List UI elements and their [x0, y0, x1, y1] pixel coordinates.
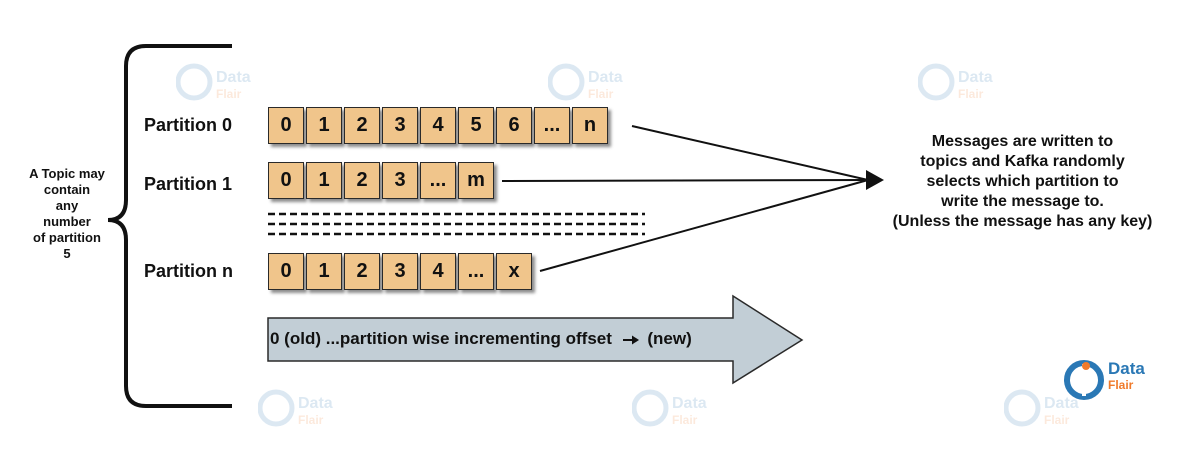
offset-cell: 2: [344, 107, 380, 144]
dataflair-logo-icon: [1062, 358, 1108, 409]
topic-note-line: number: [43, 214, 91, 229]
topic-note-line: A Topic may: [29, 166, 105, 181]
topic-note: A Topic may contain any number of partit…: [14, 166, 120, 262]
messages-note-line: (Unless the message has any key): [892, 213, 1153, 230]
partition-1-label: Partition 1: [144, 174, 233, 194]
messages-note-line: topics and Kafka randomly: [920, 153, 1125, 170]
offset-cell: 4: [420, 253, 456, 290]
offset-arrow-label: 0 (old) ...partition wise incrementing o…: [270, 329, 692, 350]
offset-cell: 5: [458, 107, 494, 144]
partition-n-label: Partition n: [144, 261, 233, 281]
messages-note-line: Messages are written to: [931, 133, 1114, 150]
partition-1-cells: 0 1 2 3 ... m: [268, 162, 496, 199]
offset-cell: 1: [306, 253, 342, 290]
offset-cell: 0: [268, 162, 304, 199]
topic-brace: [107, 44, 232, 408]
offset-cell: 0: [268, 107, 304, 144]
messages-note-line: selects which partition to: [926, 173, 1119, 190]
messages-note: Messages are written to topics and Kafka…: [845, 132, 1200, 232]
offset-cell: 3: [382, 253, 418, 290]
connector-arrow-pn: [539, 179, 869, 272]
brand-word-flair: Flair: [1108, 378, 1134, 392]
arrow-head-icon: [866, 170, 884, 190]
topic-note-line: any: [55, 198, 79, 213]
partition-0-label: Partition 0: [144, 115, 233, 135]
offset-cell: m: [458, 162, 494, 199]
partition-n-cells: 0 1 2 3 4 ... x: [268, 253, 534, 290]
offset-cell: 6: [496, 107, 532, 144]
offset-cell: x: [496, 253, 532, 290]
right-arrow-icon: [622, 330, 639, 350]
offset-cell: 2: [344, 253, 380, 290]
partition-0-cells: 0 1 2 3 4 5 6 ... n: [268, 107, 610, 144]
connector-arrow-p1: [501, 179, 869, 182]
brand-word-data: Data: [1108, 359, 1145, 378]
offset-cell: ...: [458, 253, 494, 290]
offset-label-old: 0 (old) ...partition wise incrementing o…: [270, 329, 612, 348]
offset-cell: 3: [382, 162, 418, 199]
offset-cell: 1: [306, 162, 342, 199]
messages-note-line: write the message to.: [941, 193, 1104, 210]
offset-arrow: [267, 294, 804, 385]
offset-label-new: (new): [647, 329, 692, 348]
topic-note-line: 5: [63, 246, 71, 261]
topic-note-line: contain: [43, 182, 91, 197]
connector-arrow-p0: [631, 125, 869, 181]
offset-cell: 4: [420, 107, 456, 144]
offset-cell: 3: [382, 107, 418, 144]
offset-cell: 0: [268, 253, 304, 290]
topic-note-line: of partition: [33, 230, 101, 245]
offset-cell: ...: [420, 162, 456, 199]
offset-cell: 2: [344, 162, 380, 199]
offset-cell: ...: [534, 107, 570, 144]
offset-cell: n: [572, 107, 608, 144]
offset-cell: 1: [306, 107, 342, 144]
